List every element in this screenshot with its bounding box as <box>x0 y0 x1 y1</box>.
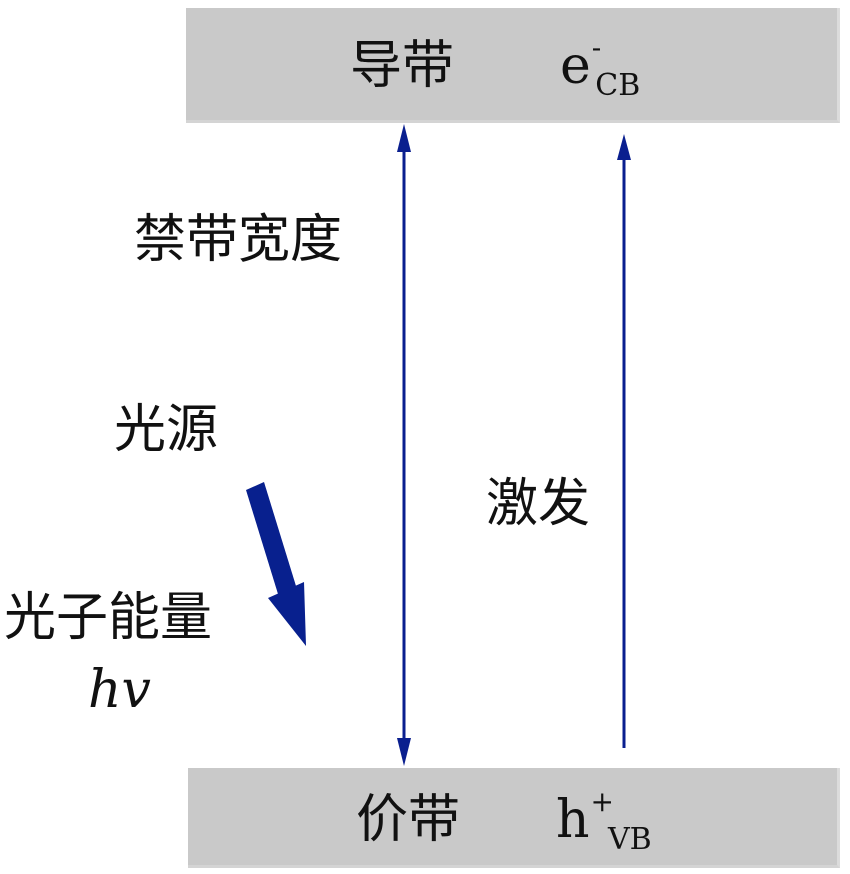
photon-arrow-head <box>268 582 306 646</box>
band-gap-label: 禁带宽度 <box>134 210 343 270</box>
band-gap-double-arrow <box>397 124 411 766</box>
band-gap-arrowhead-bottom <box>397 738 411 766</box>
photon-energy-symbol: hv <box>88 660 151 720</box>
conduction-band <box>186 8 840 123</box>
photon-arrow <box>246 482 306 646</box>
valence-hole-label: h+ VB <box>556 788 652 855</box>
valence-band-label: 价带 <box>356 790 461 850</box>
light-source-label: 光源 <box>114 400 219 460</box>
band-gap-arrowhead-top <box>397 124 411 152</box>
valence-band <box>188 768 840 868</box>
conduction-electron-label: e- CB <box>560 34 640 101</box>
excitation-label: 激发 <box>486 474 591 534</box>
hole-subscript: VB <box>607 822 652 857</box>
electron-subscript: CB <box>595 68 641 103</box>
photon-energy-label: 光子能量 <box>4 588 213 648</box>
electron-charge: - <box>591 31 602 64</box>
conduction-band-label: 导带 <box>350 36 455 96</box>
electron-symbol: e <box>560 36 591 96</box>
photon-arrow-shaft <box>246 482 296 594</box>
excitation-arrow <box>617 134 631 748</box>
hole-symbol: h <box>556 790 590 850</box>
hole-charge: + <box>590 785 614 818</box>
excitation-arrowhead <box>617 134 631 160</box>
